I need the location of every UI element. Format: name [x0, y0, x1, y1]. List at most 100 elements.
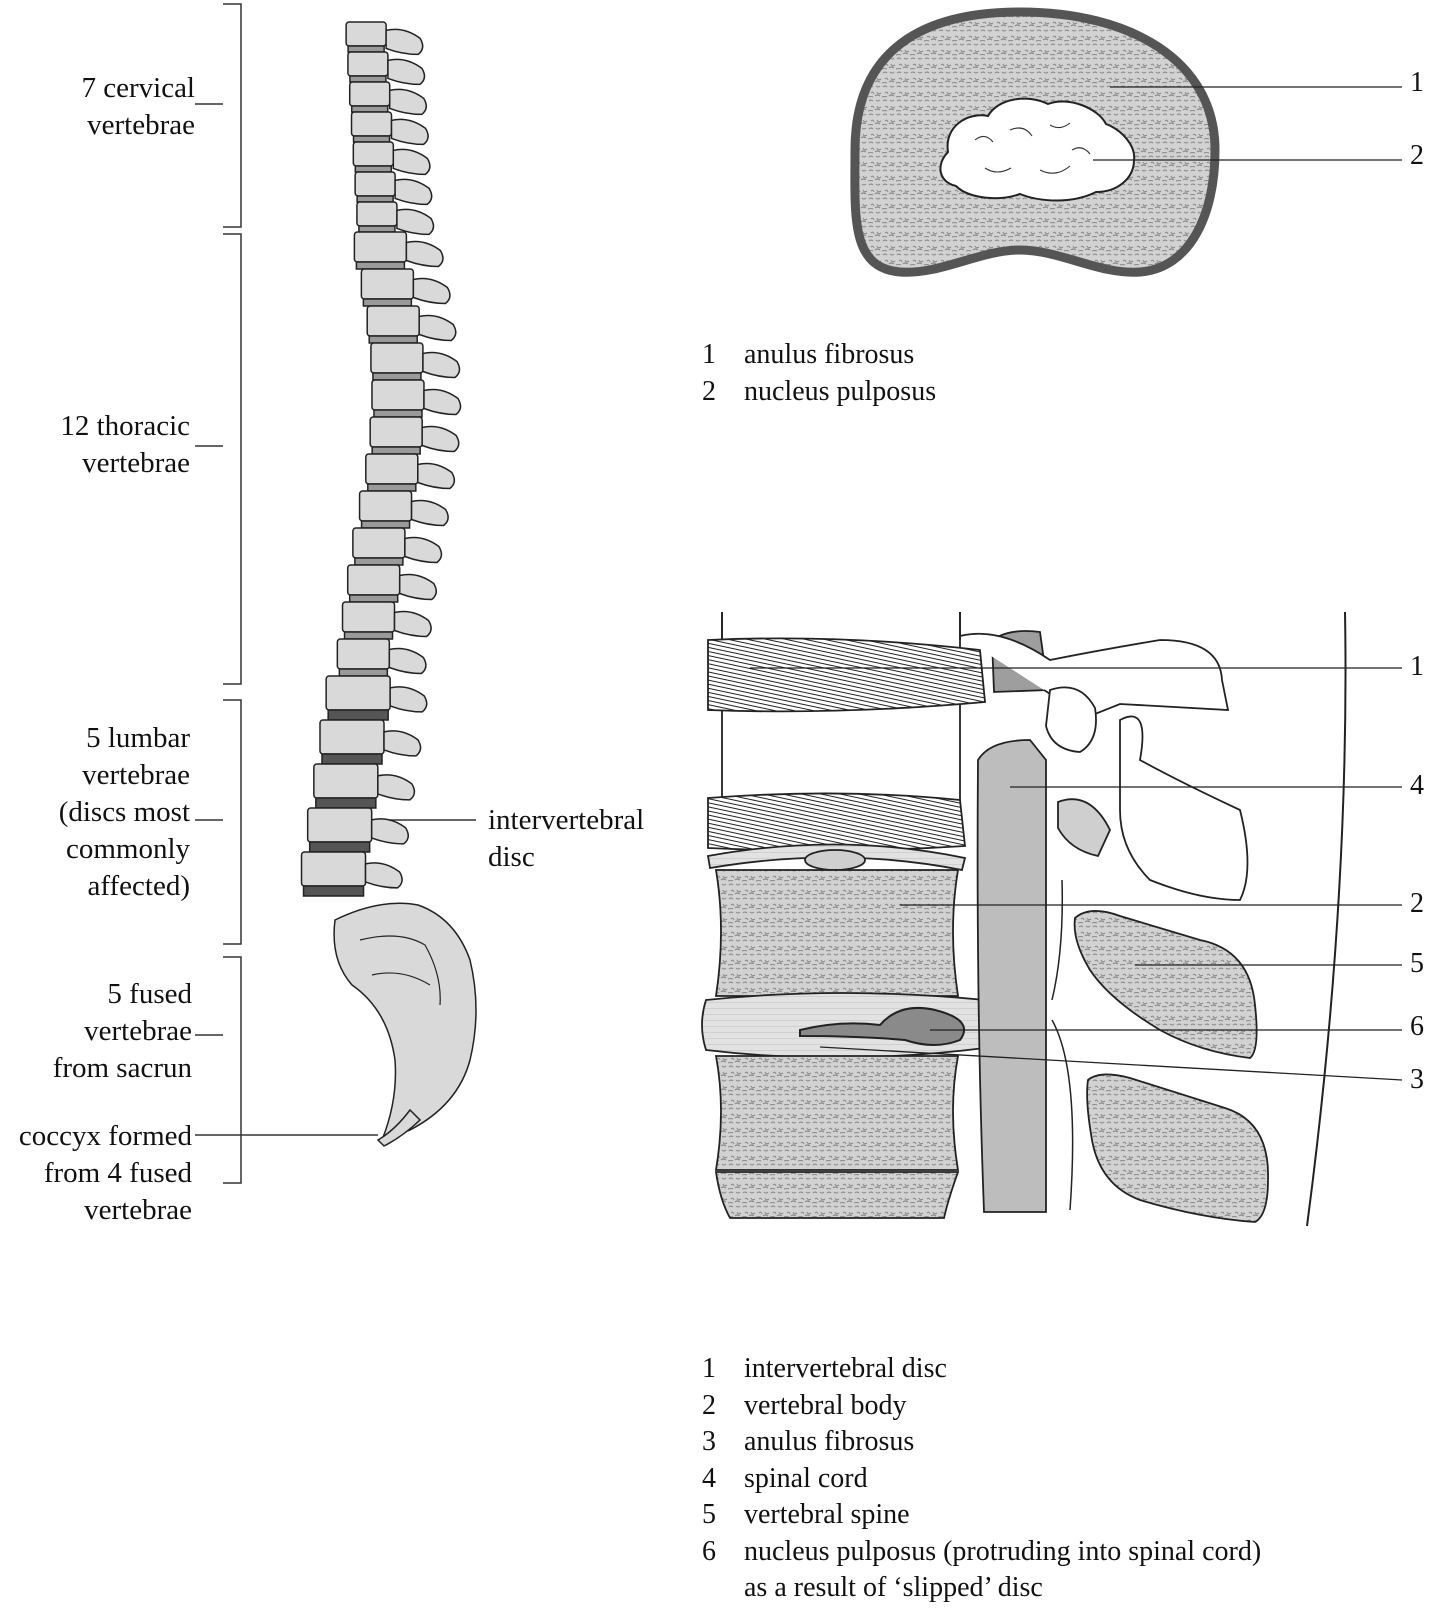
- disc-section-legend: 1 anulus fibrosus 2 nucleus pulposus: [702, 337, 936, 410]
- intervertebral-disc: [371, 446, 421, 455]
- intervertebral-disc: [302, 885, 365, 897]
- intervertebral-disc: [372, 372, 422, 381]
- vertebra-body: [319, 719, 385, 755]
- spinous-process: [410, 499, 449, 527]
- vertebra-body: [360, 268, 415, 300]
- intervertebral-disc: [308, 841, 371, 853]
- vertebra-body: [347, 51, 389, 77]
- intervertebral-disc: [354, 165, 393, 173]
- spinous-process: [377, 774, 416, 801]
- spinous-process: [388, 88, 428, 116]
- nucleus-protrusion: [799, 1006, 966, 1046]
- spine-brackets: [195, 3, 476, 1184]
- sagittal-callout-4: 4: [1410, 770, 1424, 801]
- spinous-process: [383, 730, 422, 757]
- intervertebral-disc: [356, 195, 394, 203]
- intervertebral-disc-label: intervertebral disc: [488, 804, 645, 873]
- vertebra-body: [350, 111, 393, 137]
- lumbar-label: 5 lumbar vertebrae (discs most commonly …: [58, 722, 190, 902]
- intervertebral-disc: [343, 631, 394, 640]
- intervertebral-disc: [327, 709, 389, 721]
- sagittal-section: [701, 611, 1403, 1227]
- legend-row: as a result of ‘slipped’ disc: [744, 1572, 1043, 1603]
- spinous-process: [388, 647, 427, 675]
- sagittal-callout-6: 6: [1410, 1011, 1424, 1042]
- disc-callout-2: 2: [1410, 140, 1424, 171]
- intervertebral-disc: [360, 520, 411, 529]
- vertebral-spine-lower: [1086, 1073, 1269, 1223]
- spinous-process: [385, 28, 424, 56]
- disc-callout-1: 1: [1410, 67, 1424, 98]
- vertebra-body: [354, 171, 396, 197]
- spinous-process: [392, 148, 431, 176]
- sagittal-callout-5: 5: [1410, 948, 1424, 979]
- vertebra-body: [356, 201, 398, 227]
- vertebral-body-shape: [714, 869, 960, 997]
- intervertebral-disc: [354, 557, 404, 566]
- spinous-process: [393, 610, 432, 638]
- vertebra-body: [325, 675, 391, 711]
- intervertebral-disc: [347, 45, 385, 53]
- vertebra-body: [300, 851, 367, 887]
- spinous-process: [423, 388, 462, 416]
- spinous-process: [418, 314, 457, 342]
- legend-row: 1 anulus fibrosus: [702, 339, 915, 370]
- spinal-cord-shape: [976, 739, 1047, 1213]
- vertebra-body: [341, 601, 396, 633]
- intervertebral-disc: [350, 105, 389, 113]
- spinous-process: [417, 462, 456, 490]
- vertebra-body: [346, 564, 401, 596]
- spinous-process: [396, 208, 435, 236]
- intervertebral-disc: [358, 225, 396, 233]
- sacrum: [333, 902, 477, 1142]
- vertebra-body: [371, 379, 425, 411]
- spinous-process: [398, 573, 437, 601]
- coccyx-label: coccyx formed from 4 fused vertebrae: [18, 1120, 192, 1226]
- sacrum-bracket: [223, 956, 242, 1184]
- vertebra-body: [353, 231, 408, 263]
- middle-disc-fibers: [707, 792, 966, 852]
- intervertebral-disc: [362, 298, 413, 307]
- spinous-process: [404, 536, 443, 564]
- intervertebral-disc: [355, 261, 406, 270]
- vertebral-spine-upper: [1073, 910, 1258, 1059]
- intervertebral-disc: [338, 668, 389, 677]
- intervertebral-disc: [321, 753, 383, 765]
- intervertebral-disc: [352, 135, 391, 143]
- upper-disc: [707, 637, 986, 713]
- spinous-process: [422, 351, 461, 379]
- spinous-process: [370, 818, 409, 845]
- disc-cross-section: [850, 7, 1402, 277]
- intervertebral-disc: [367, 483, 417, 492]
- vertebra-body: [366, 305, 420, 337]
- legend-row: 2 nucleus pulposus: [702, 375, 937, 407]
- sacrum-label: 5 fused vertebrae from sacrun: [52, 978, 192, 1084]
- coccyx: [376, 1108, 422, 1147]
- spinous-process: [394, 178, 433, 206]
- thoracic-bracket: [223, 233, 242, 685]
- intervertebral-disc: [349, 75, 387, 83]
- cervical-label: 7 cervical vertebrae: [81, 72, 195, 141]
- vertebra-body: [370, 342, 424, 374]
- sagittal-callout-2: 2: [1410, 888, 1424, 919]
- intervertebral-disc: [348, 594, 399, 603]
- thoracic-label: 12 thoracic vertebrae: [60, 410, 190, 479]
- spinous-process: [387, 58, 426, 86]
- callout-numbers: 1 2 1 4 2 5 6 3: [1410, 67, 1424, 1095]
- spinous-process: [405, 240, 444, 268]
- vertebra-body: [306, 807, 373, 843]
- vertebra-body: [345, 21, 387, 47]
- vertebra-body: [369, 416, 423, 448]
- cervical-bracket: [223, 3, 242, 228]
- intervertebral-disc: [368, 335, 418, 344]
- spinous-process: [364, 862, 403, 889]
- vertebra-body: [336, 638, 391, 670]
